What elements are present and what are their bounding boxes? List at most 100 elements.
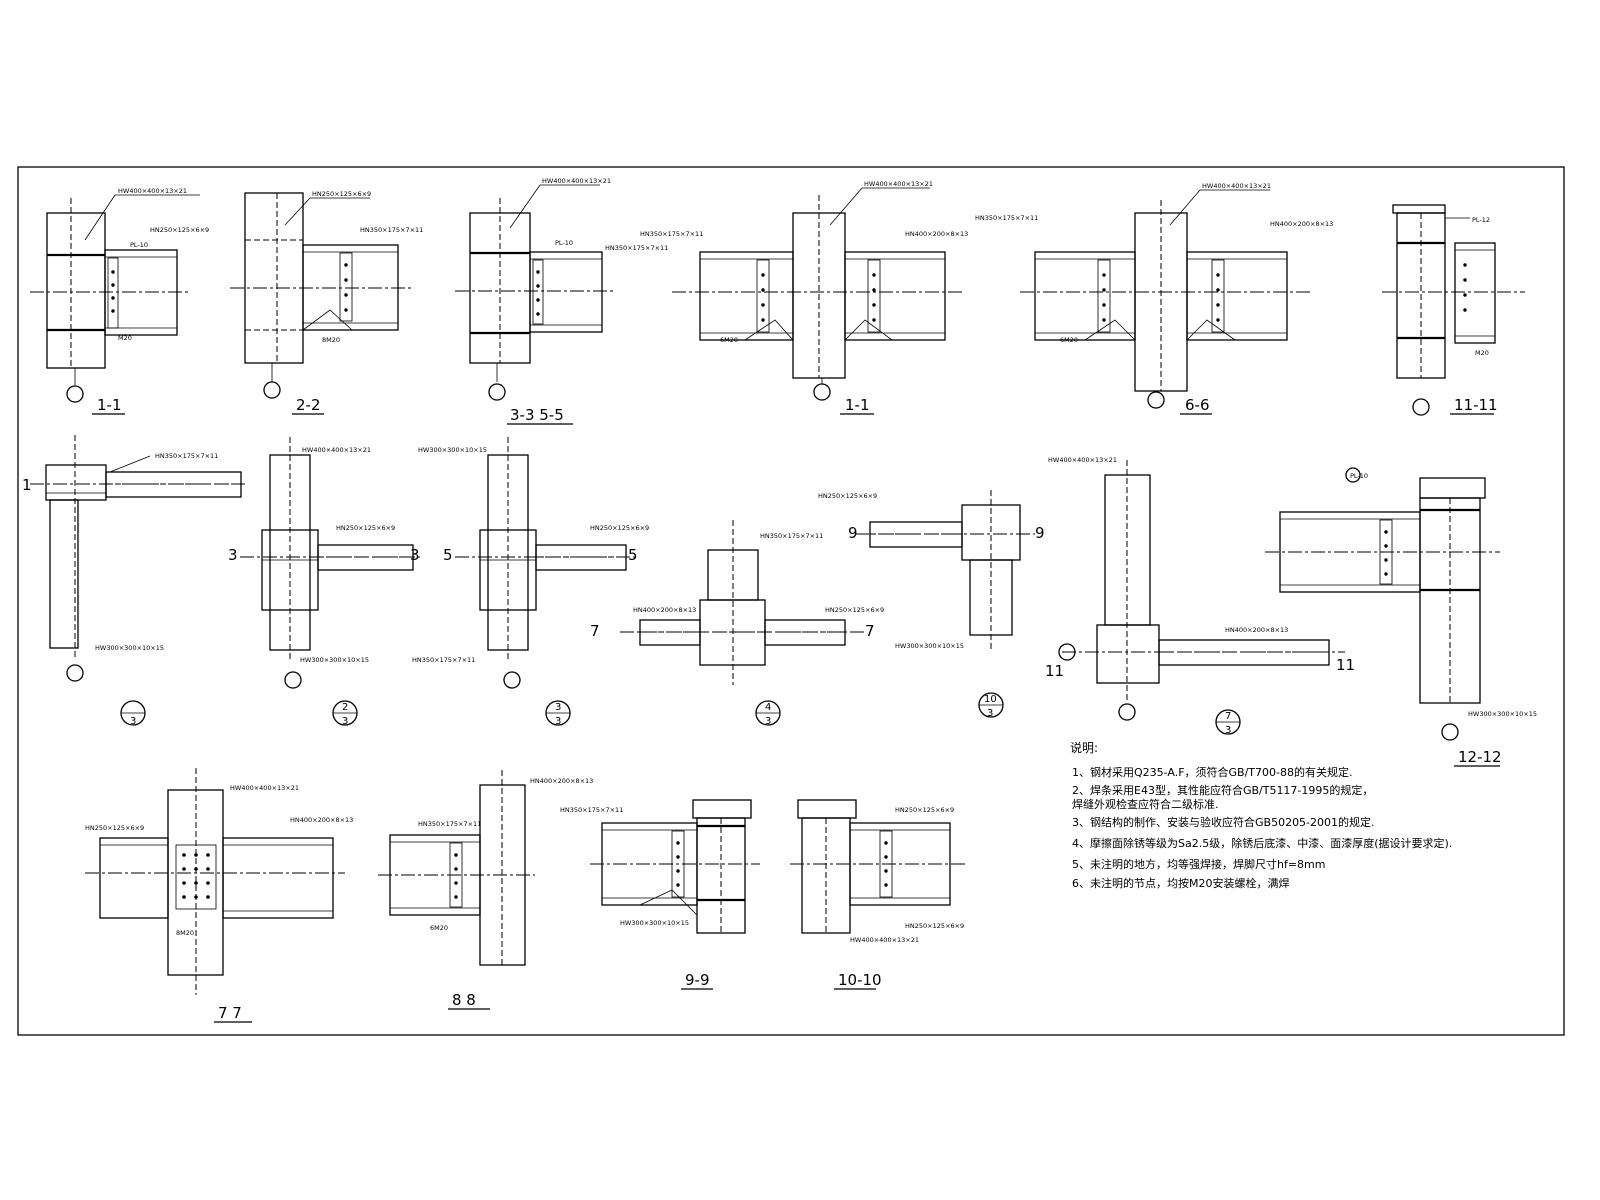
tag-j-5: 6M20 [1060, 336, 1078, 344]
tag-c-16: HN350×175×7×11 [560, 806, 623, 814]
detail-plan-b: 3 3 HW400×400×13×21 HN250×125×6×9 HW300×… [228, 437, 420, 727]
detail-plan-d: 7 7 HN350×175×7×11 HN400×200×8×13 HN250×… [590, 520, 884, 727]
detail-plan-f: 11 11 HW400×400×13×21 HN400×200×8×13 7 3 [1045, 456, 1355, 736]
detail-f-sheet: 3 [1225, 725, 1231, 736]
mark-11-right: 11 [1336, 656, 1355, 674]
section-1-1-a: HW400×400×13×21 HN250×125×6×9 PL-10 M20 … [30, 187, 209, 415]
mark-7-left: 7 [590, 622, 600, 640]
mark-3-right: 3 [410, 546, 420, 564]
tag-d-5: HN400×200×8×13 [1270, 220, 1333, 228]
detail-plan-e: 9 9 HN250×125×6×9 HW300×300×10×15 10 3 [818, 490, 1045, 719]
detail-f-num: 7 [1225, 711, 1231, 722]
detail-plan-a: HN350×175×7×11 HW300×300×10×15 1 3 [22, 435, 245, 727]
detail-c-sheet: 3 [555, 716, 561, 727]
section-label-6-6: 6-6 [1185, 396, 1210, 414]
section-label-3-3-5-5: 3-3 5-5 [510, 406, 564, 424]
tag-j-15: 6M20 [430, 924, 448, 932]
detail-b-sheet: 3 [342, 716, 348, 727]
tag-d-8: HW300×300×10×15 [300, 656, 369, 664]
general-notes: 说明: 1、钢材采用Q235-A.F，须符合GB/T700-88的有关规定. 2… [1070, 740, 1452, 890]
note-2: 2、焊条采用E43型，其性能应符合GB/T5117-1995的规定， [1072, 783, 1373, 797]
mark-9-left: 9 [848, 524, 858, 542]
detail-c-num: 3 [555, 702, 561, 713]
mark-11-left: 11 [1045, 662, 1064, 680]
tag-c-17: HN250×125×6×9 [895, 806, 954, 814]
tag-a-12: HW400×400×13×21 [1048, 456, 1117, 464]
detail-plan-c: 5 5 HW300×300×10×15 HN250×125×6×9 HN350×… [412, 437, 649, 727]
section-7-7: HW400×400×13×21 HN250×125×6×9 HN400×200×… [85, 768, 353, 1023]
section-3-3-5-5: HW400×400×13×21 HN350×175×7×11 PL-10 3-3… [455, 177, 668, 425]
tag-a-14: HW400×400×13×21 [230, 784, 299, 792]
section-11-11: PL-12 M20 11-11 [1382, 204, 1525, 416]
notes-title: 说明: [1070, 740, 1098, 755]
tag-b-9: HN250×125×6×9 [590, 524, 649, 532]
detail-b-num: 2 [342, 702, 348, 713]
tag-c-4: HN350×175×7×11 [640, 230, 703, 238]
tag-g-1: M20 [118, 334, 132, 342]
section-8-8: HN400×200×8×13 HN350×175×7×11 6M20 8 8 [378, 770, 593, 1010]
tag-f-3: PL-10 [555, 239, 573, 247]
tag-a-16: HW300×300×10×15 [620, 919, 689, 927]
section-9-9: HN350×175×7×11 HW300×300×10×15 9-9 [560, 799, 760, 990]
section-12-12: PL-10 HW300×300×10×15 12-12 [1265, 467, 1537, 767]
tag-a-8: HW400×400×13×21 [302, 446, 371, 454]
section-10-10: HN250×125×6×9 HN250×125×6×9 HW400×400×13… [790, 799, 965, 990]
note-2b: 焊缝外观检查应符合二级标准. [1072, 797, 1219, 811]
mark-7-right: 7 [865, 622, 875, 640]
tag-a-4: HW400×400×13×21 [864, 180, 933, 188]
section-label-2-2: 2-2 [296, 396, 321, 414]
tag-a-17: HW400×400×13×21 [850, 936, 919, 944]
detail-d-sheet: 3 [765, 716, 771, 727]
tag-c-5: HN350×175×7×11 [975, 214, 1038, 222]
tag-a-2: HN250×125×6×9 [312, 190, 371, 198]
section-6-6: HW400×400×13×21 HN350×175×7×11 HN400×200… [975, 182, 1333, 415]
tag-a-5: HW400×400×13×21 [1202, 182, 1271, 190]
tag-a-11: HW300×300×10×15 [895, 642, 964, 650]
mark-5-right: 5 [628, 546, 638, 564]
mark-9-right: 9 [1035, 524, 1045, 542]
note-5: 5、未注明的地方，均等强焊接，焊脚尺寸hf=8mm [1072, 857, 1326, 871]
note-6: 6、未注明的节点，均按M20安装螺栓，满焊 [1072, 876, 1290, 890]
tag-e-10: HN250×125×6×9 [825, 606, 884, 614]
section-label-9-9: 9-9 [685, 971, 710, 989]
tag-a-7: HW300×300×10×15 [95, 644, 164, 652]
mark-1-plan-a: 1 [22, 476, 32, 494]
tag-c-12: HN400×200×8×13 [1225, 626, 1288, 634]
section-label-1-1-b: 1-1 [845, 396, 870, 414]
tag-b-8: HN250×125×6×9 [336, 524, 395, 532]
tag-d-9: HN350×175×7×11 [412, 656, 475, 664]
tag-c-10: HN350×175×7×11 [760, 532, 823, 540]
tag-c-2: HN350×175×7×11 [360, 226, 423, 234]
tag-f-13: PL-10 [1350, 472, 1368, 480]
tag-h-2: 8M20 [322, 336, 340, 344]
tag-b-15: HN350×175×7×11 [418, 820, 481, 828]
tag-d-17: HN250×125×6×9 [905, 922, 964, 930]
section-label-1-1-a: 1-1 [97, 396, 122, 414]
detail-d-num: 4 [765, 702, 771, 713]
tag-d-10: HN400×200×8×13 [633, 606, 696, 614]
section-label-8-8: 8 8 [452, 991, 476, 1009]
note-3: 3、钢结构的制作、安装与验收应符合GB50205-2001的规定. [1072, 815, 1375, 829]
tag-b-1: HN250×125×6×9 [150, 226, 209, 234]
detail-e-num: 10 [984, 694, 997, 705]
tag-b-14: HN250×125×6×9 [85, 824, 144, 832]
note-4: 4、摩擦面除锈等级为Sa2.5级，除锈后底漆、中漆、面漆厚度(据设计要求定). [1072, 836, 1452, 850]
tag-c-11: HN250×125×6×9 [818, 492, 877, 500]
tag-j-4: 6M20 [720, 336, 738, 344]
tag-a-3: HW400×400×13×21 [542, 177, 611, 185]
detail-e-sheet: 3 [987, 708, 993, 719]
tag-h-14: 8M20 [176, 929, 194, 937]
tag-a-9: HW300×300×10×15 [418, 446, 487, 454]
section-label-10-10: 10-10 [838, 971, 882, 989]
sheet-border [17, 166, 1565, 1036]
section-label-12-12: 12-12 [1458, 748, 1502, 766]
tag-f-1: PL-10 [130, 241, 148, 249]
section-label-7-7: 7 7 [218, 1004, 242, 1022]
mark-5-left: 5 [443, 546, 453, 564]
tag-a-1: HW400×400×13×21 [118, 187, 187, 195]
tag-d-14: HN400×200×8×13 [290, 816, 353, 824]
detail-a-sheet: 3 [130, 716, 136, 727]
mark-3-left: 3 [228, 546, 238, 564]
tag-d-4: HN400×200×8×13 [905, 230, 968, 238]
section-1-1-b: HW400×400×13×21 HN350×175×7×11 HN400×200… [640, 180, 968, 415]
